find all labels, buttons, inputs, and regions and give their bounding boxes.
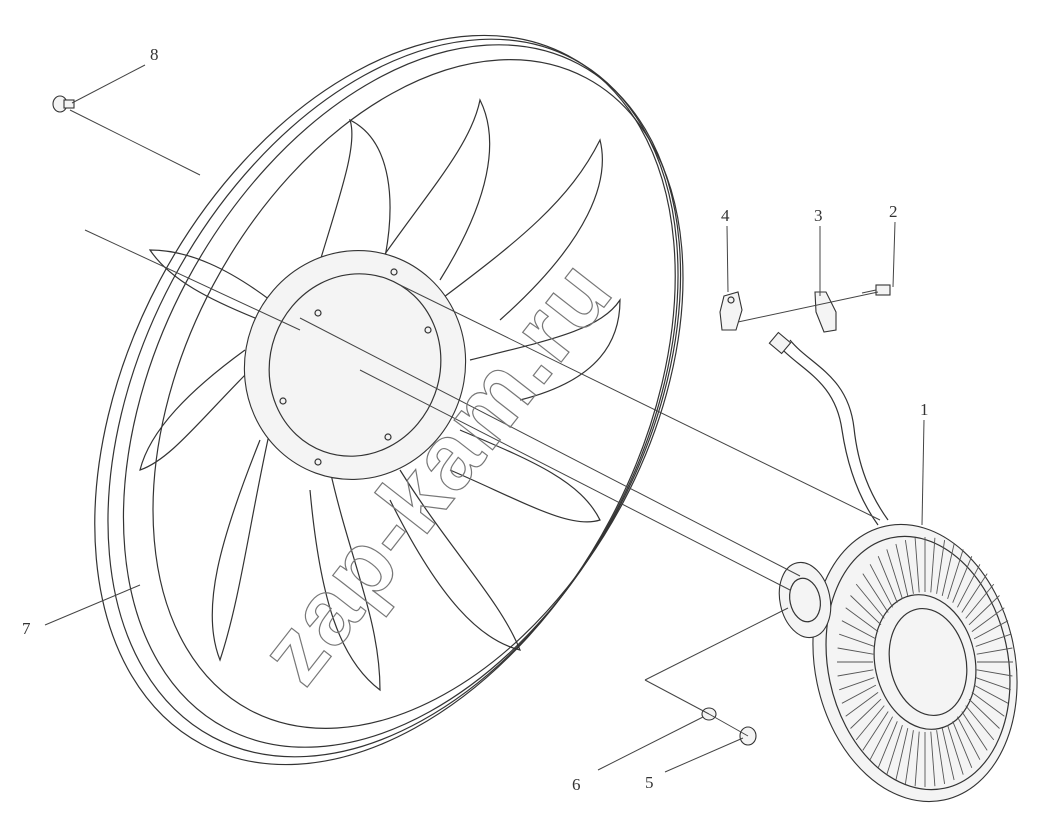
bolt-8 bbox=[52, 95, 75, 113]
cooling-fin bbox=[886, 549, 903, 600]
cooling-fin bbox=[941, 727, 955, 781]
callouts: 8 2 3 4 1 7 6 5 bbox=[22, 45, 929, 794]
cooling-fin bbox=[845, 607, 879, 632]
cooling-fin bbox=[975, 633, 1011, 647]
callout-3: 3 bbox=[814, 206, 823, 225]
cooling-fin bbox=[957, 564, 981, 608]
cooling-fin bbox=[862, 711, 889, 751]
cooling-fin bbox=[965, 705, 995, 741]
cooling-fin bbox=[947, 724, 964, 775]
cooling-fin bbox=[976, 647, 1013, 655]
cooling-fin bbox=[971, 607, 1005, 632]
cooling-fin bbox=[862, 573, 889, 613]
leader-lines bbox=[44, 64, 925, 773]
cooling-fin bbox=[895, 727, 909, 781]
cooling-fin bbox=[877, 721, 898, 768]
callout-8: 8 bbox=[150, 45, 159, 64]
cooling-fin bbox=[855, 583, 885, 619]
callout-2: 2 bbox=[889, 202, 898, 221]
cooling-fin bbox=[957, 716, 981, 760]
clutch-flange bbox=[778, 561, 832, 639]
cooling-fin bbox=[936, 540, 946, 594]
callout-6: 6 bbox=[572, 775, 581, 794]
fan-blades bbox=[139, 98, 621, 692]
cooling-fin bbox=[936, 730, 946, 784]
cooling-fin bbox=[877, 556, 898, 603]
cooling-fin bbox=[850, 595, 882, 626]
cooling-fin bbox=[850, 698, 882, 729]
cooling-fin bbox=[855, 705, 885, 741]
cooling-fin bbox=[961, 573, 988, 613]
cooling-fin bbox=[869, 716, 893, 760]
callout-5: 5 bbox=[645, 773, 654, 792]
cooling-fin bbox=[841, 684, 877, 704]
cooling-fin bbox=[845, 692, 879, 717]
cooling-fin bbox=[941, 543, 955, 597]
cooling-fin bbox=[914, 537, 920, 593]
cooling-fin bbox=[895, 543, 909, 597]
cooling-fin bbox=[947, 549, 964, 600]
bolt-2 bbox=[861, 284, 891, 296]
cooling-fin bbox=[965, 583, 995, 619]
cooling-fin bbox=[968, 698, 1000, 729]
cooling-fin bbox=[973, 684, 1009, 704]
cooling-fin bbox=[837, 669, 874, 677]
cooling-fin bbox=[952, 556, 973, 603]
cooling-fin bbox=[930, 537, 936, 593]
cooling-fin bbox=[904, 730, 914, 784]
cooling-fin bbox=[869, 564, 893, 608]
fan-clutch bbox=[778, 523, 1018, 803]
cooling-fin bbox=[904, 540, 914, 594]
cooling-fin bbox=[839, 633, 875, 647]
cooling-fin bbox=[971, 692, 1005, 717]
cooling-fins bbox=[837, 537, 1013, 787]
cooling-fin bbox=[952, 721, 973, 768]
bracket bbox=[719, 291, 743, 331]
cooling-fin bbox=[886, 724, 903, 775]
callout-1: 1 bbox=[920, 400, 929, 419]
cooling-fin bbox=[973, 620, 1009, 640]
sensor-cable bbox=[768, 331, 889, 526]
callout-4: 4 bbox=[721, 206, 730, 225]
cooling-fin bbox=[841, 620, 877, 640]
cooling-fin bbox=[968, 595, 1000, 626]
cooling-fin bbox=[837, 647, 874, 655]
callout-7: 7 bbox=[22, 619, 31, 638]
cooling-fin bbox=[839, 677, 875, 691]
hub-flange bbox=[243, 250, 467, 480]
clamp bbox=[814, 291, 837, 333]
cooling-fin bbox=[976, 669, 1013, 677]
cooling-fin bbox=[930, 731, 936, 787]
cooling-fin bbox=[975, 677, 1011, 691]
cooling-fin bbox=[914, 731, 920, 787]
assembly-lines bbox=[69, 109, 881, 737]
cooling-fin bbox=[961, 711, 988, 751]
fan-assembly bbox=[94, 34, 684, 766]
